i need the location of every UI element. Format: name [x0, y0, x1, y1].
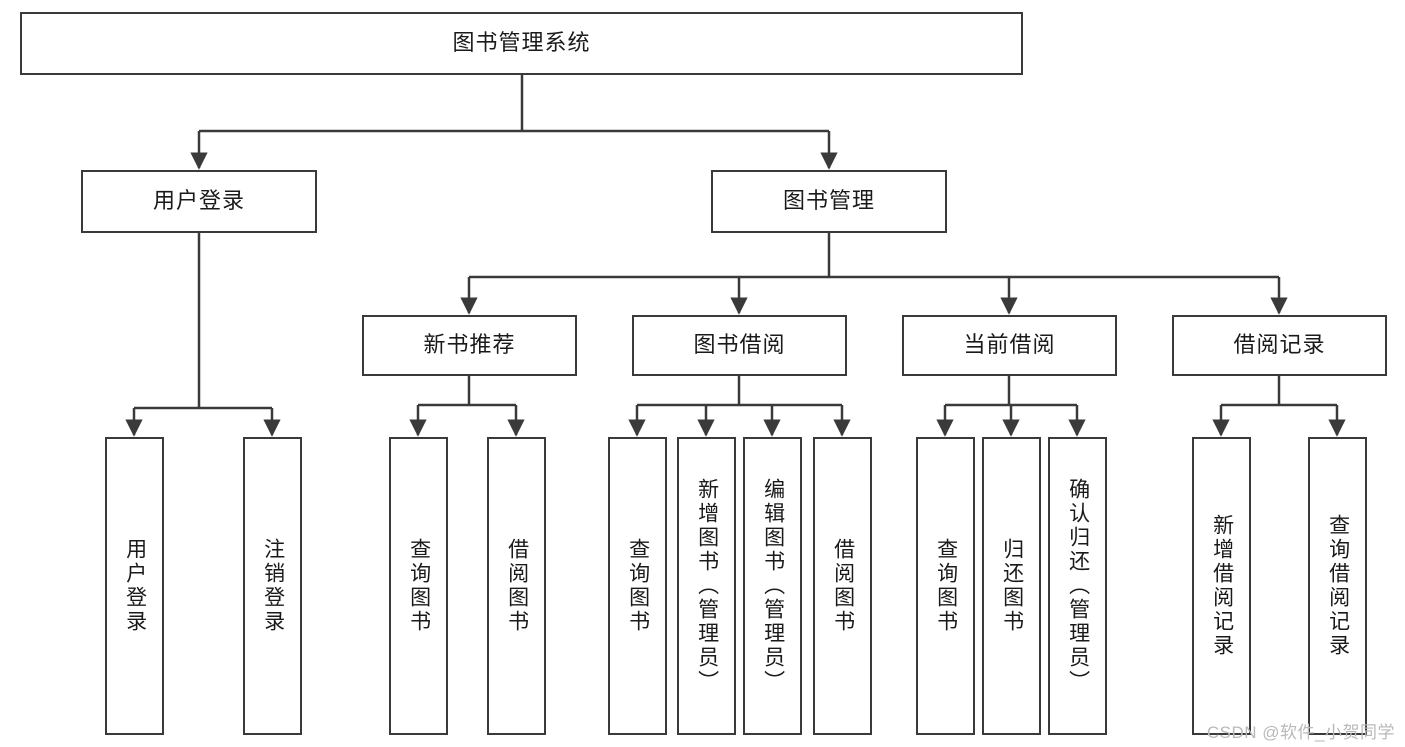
leaf-query-record[interactable]: 查询借阅记录: [1308, 437, 1367, 735]
node-root[interactable]: 图书管理系统: [20, 12, 1023, 75]
leaf-query-book-3-label: 查询图书: [934, 538, 958, 634]
leaf-query-book-2-label: 查询图书: [626, 538, 650, 634]
leaf-user-login[interactable]: 用户登录: [105, 437, 164, 735]
node-book-manage[interactable]: 图书管理: [711, 170, 947, 233]
leaf-add-book[interactable]: 新增图书（管理员）: [677, 437, 736, 735]
leaf-confirm-return[interactable]: 确认归还（管理员）: [1048, 437, 1107, 735]
leaf-logout-login-label: 注销登录: [261, 538, 285, 634]
node-book-borrow-label: 图书借阅: [693, 332, 786, 358]
leaf-logout-login[interactable]: 注销登录: [243, 437, 302, 735]
leaf-return-book-label: 归还图书: [1000, 538, 1024, 634]
node-book-manage-label: 图书管理: [782, 188, 875, 214]
leaf-borrow-book-1-label: 借阅图书: [505, 538, 529, 634]
leaf-query-record-label: 查询借阅记录: [1326, 514, 1350, 658]
leaf-edit-book-label: 编辑图书（管理员）: [761, 478, 785, 694]
leaf-borrow-book-2-label: 借阅图书: [831, 538, 855, 634]
leaf-query-book-2[interactable]: 查询图书: [608, 437, 667, 735]
leaf-add-record[interactable]: 新增借阅记录: [1192, 437, 1251, 735]
node-new-book-recommend[interactable]: 新书推荐: [362, 315, 577, 376]
node-current-borrow-label: 当前借阅: [963, 332, 1056, 358]
leaf-query-book-1-label: 查询图书: [407, 538, 431, 634]
leaf-query-book-1[interactable]: 查询图书: [389, 437, 448, 735]
leaf-edit-book[interactable]: 编辑图书（管理员）: [743, 437, 802, 735]
leaf-return-book[interactable]: 归还图书: [982, 437, 1041, 735]
node-book-borrow[interactable]: 图书借阅: [632, 315, 847, 376]
leaf-query-book-3[interactable]: 查询图书: [916, 437, 975, 735]
leaf-add-book-label: 新增图书（管理员）: [695, 478, 719, 694]
node-root-label: 图书管理系统: [452, 30, 591, 56]
node-current-borrow[interactable]: 当前借阅: [902, 315, 1117, 376]
leaf-add-record-label: 新增借阅记录: [1210, 514, 1234, 658]
node-user-login[interactable]: 用户登录: [81, 170, 317, 233]
leaf-user-login-label: 用户登录: [123, 538, 147, 634]
csdn-watermark: CSDN @软件_小贺同学: [1206, 723, 1395, 742]
node-borrow-record-label: 借阅记录: [1233, 332, 1326, 358]
node-borrow-record[interactable]: 借阅记录: [1172, 315, 1387, 376]
leaf-confirm-return-label: 确认归还（管理员）: [1066, 478, 1090, 694]
leaf-borrow-book-2[interactable]: 借阅图书: [813, 437, 872, 735]
node-new-book-recommend-label: 新书推荐: [423, 332, 516, 358]
node-user-login-label: 用户登录: [152, 188, 245, 214]
leaf-borrow-book-1[interactable]: 借阅图书: [487, 437, 546, 735]
